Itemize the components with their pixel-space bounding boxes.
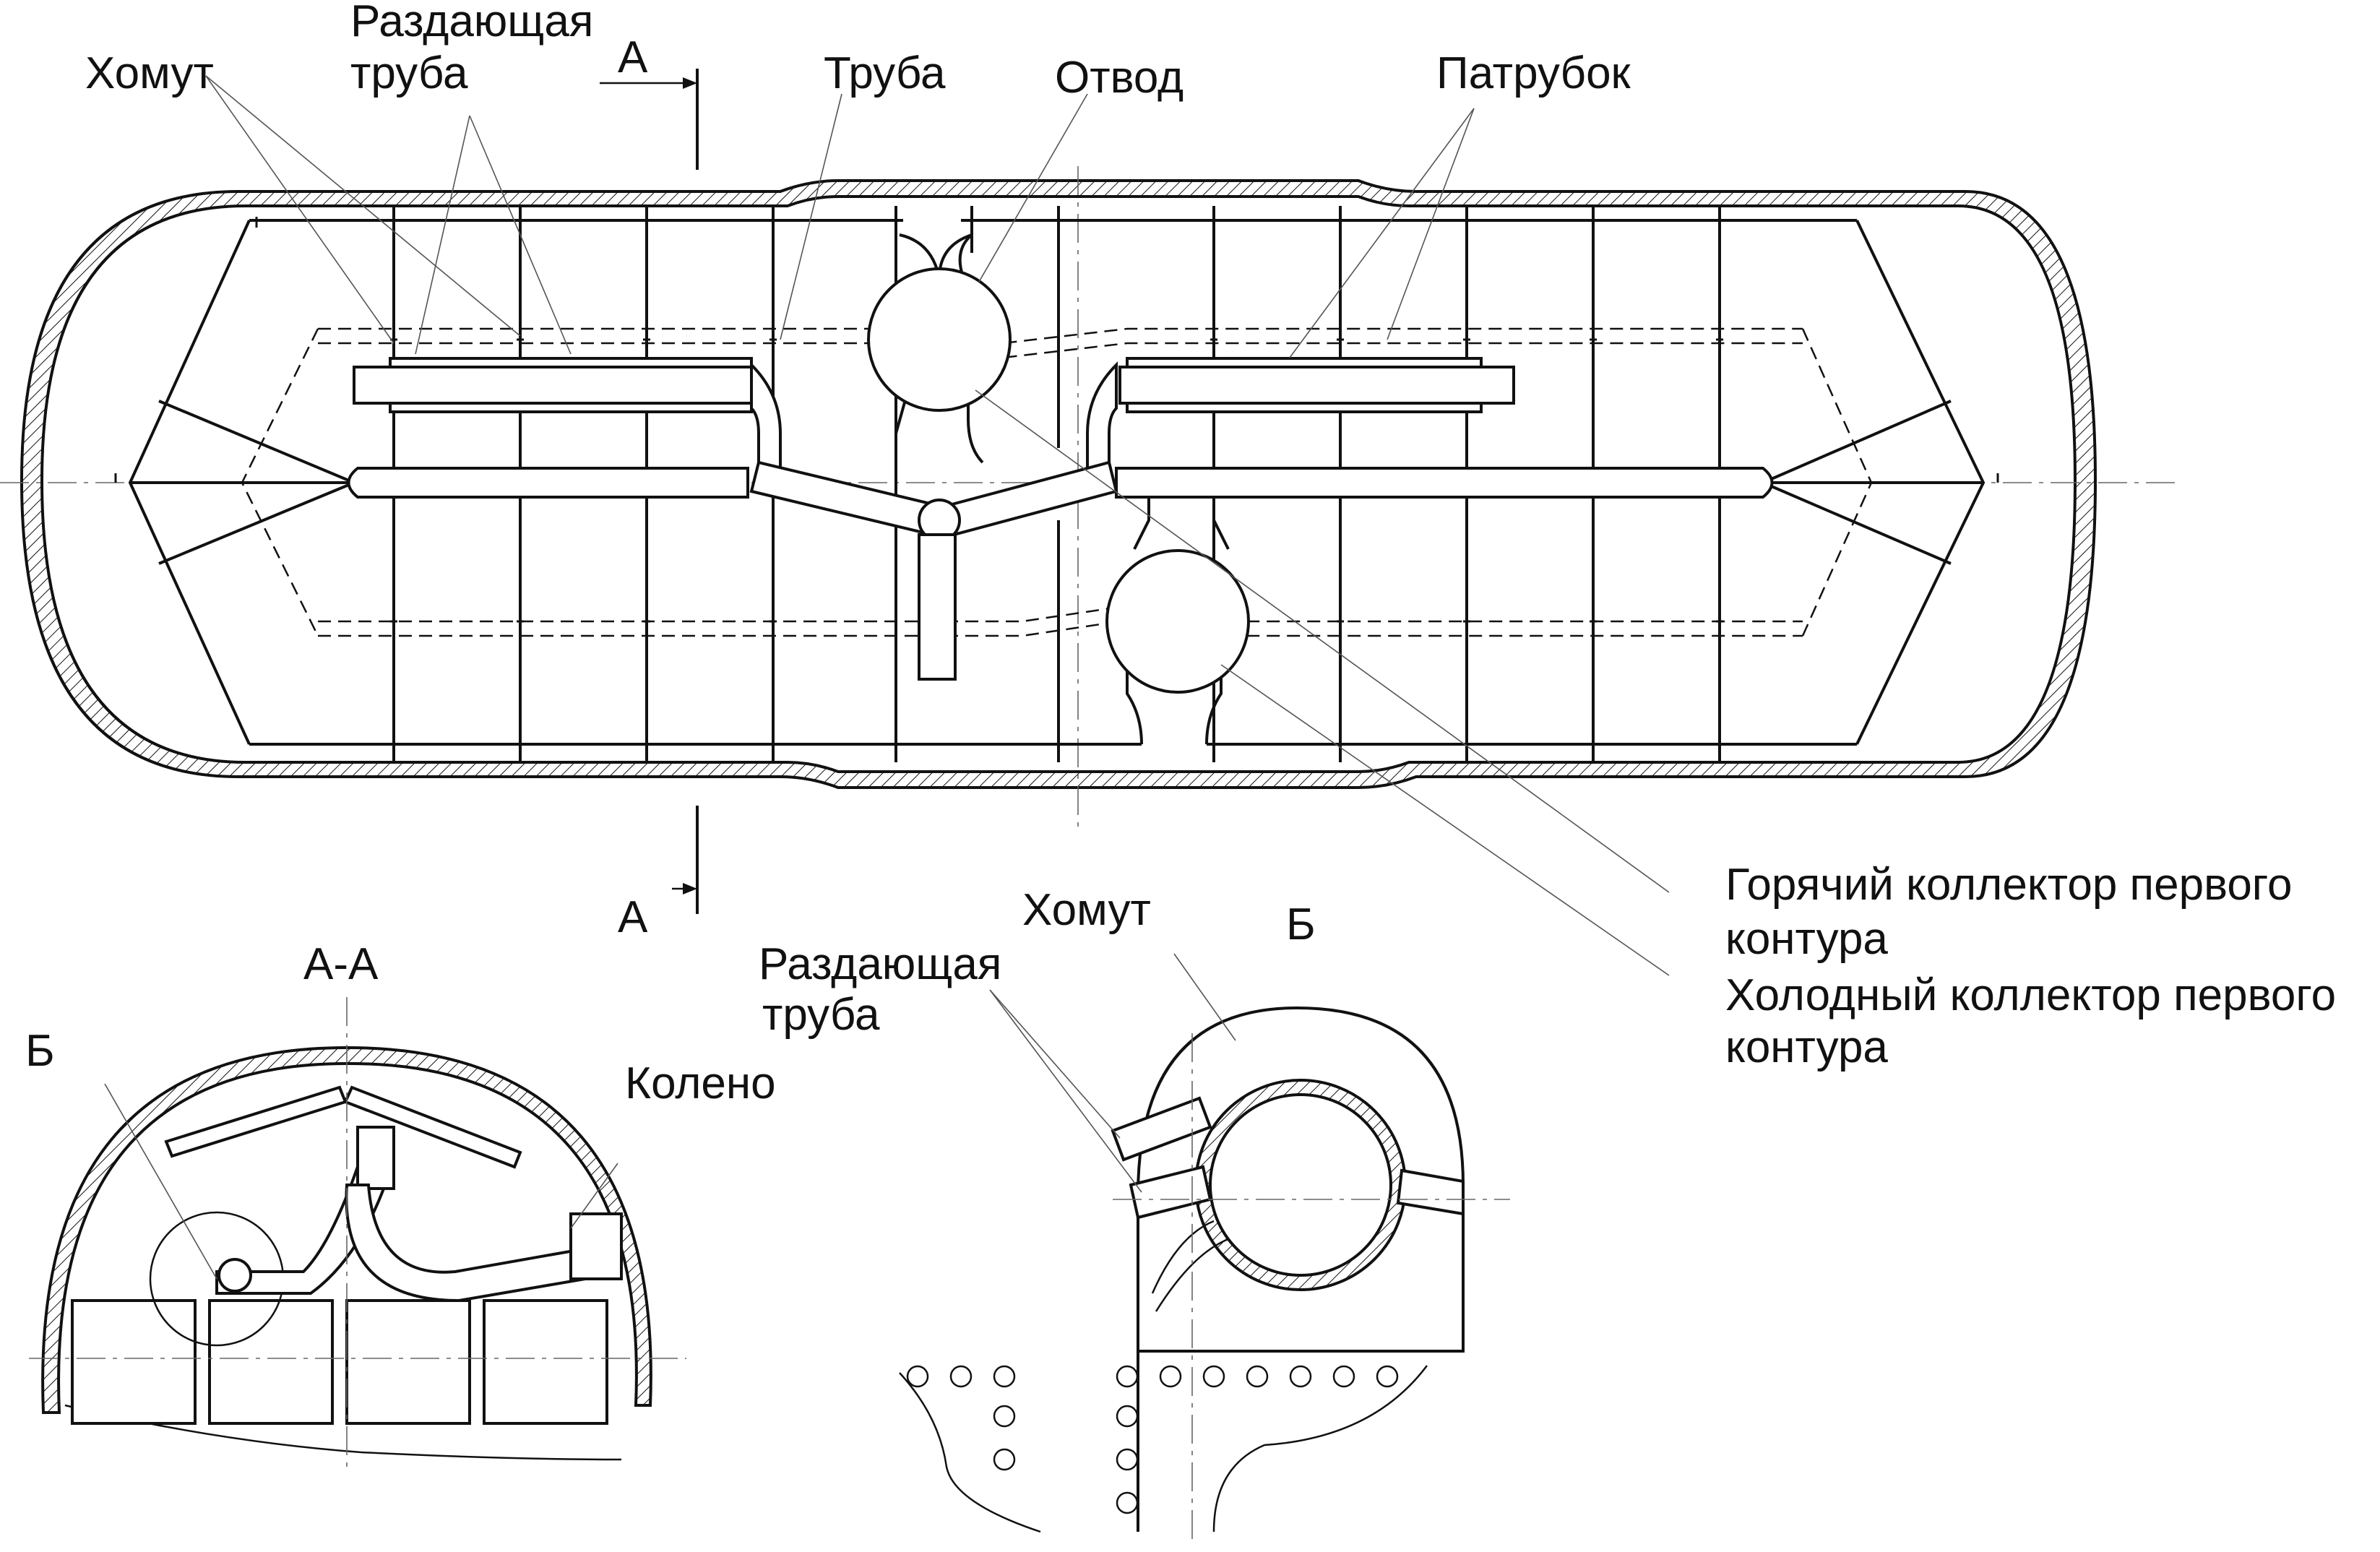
detail-b — [899, 953, 1510, 1543]
label-patrubok: Патрубок — [1436, 48, 1631, 98]
label-razd-top-2: труба — [350, 48, 468, 98]
main-tube — [347, 467, 1774, 499]
label-razd-top-1: Раздающая — [350, 0, 593, 46]
hot-collector — [867, 233, 1012, 535]
label-b-left: Б — [25, 1026, 55, 1076]
label-cold-2: контура — [1725, 1022, 1888, 1072]
detail-b-holes — [906, 1365, 1399, 1514]
label-a-bottom: А — [618, 892, 648, 942]
label-khomut-mid: Хомут — [1022, 885, 1151, 935]
label-hot-1: Горячий коллектор первого — [1725, 860, 2293, 910]
label-section-aa: А-А — [303, 939, 379, 989]
elbows-junction — [749, 361, 1118, 681]
distribution-pipe-left — [353, 357, 753, 413]
label-truba: Труба — [824, 48, 946, 98]
section-aa — [29, 997, 686, 1474]
label-cold-1: Холодный коллектор первого — [1725, 970, 2336, 1020]
label-hot-2: контура — [1725, 914, 1888, 964]
tube-bundle-frame — [128, 219, 1986, 746]
label-razd-mid-2: труба — [762, 990, 880, 1040]
label-a-top: А — [618, 33, 648, 82]
label-b-detail: Б — [1286, 900, 1316, 949]
label-otvod: Отвод — [1055, 53, 1183, 103]
leaders-top — [205, 75, 1670, 976]
label-khomut-top: Хомут — [85, 48, 214, 98]
section-marker-a — [600, 69, 699, 914]
label-razd-mid-1: Раздающая — [759, 939, 1001, 989]
cold-collector — [1105, 477, 1250, 745]
labels: Хомут Раздающая труба А Труба Отвод Патр… — [25, 0, 2336, 1108]
distribution-pipe-right — [1118, 357, 1515, 413]
label-koleno: Колено — [625, 1059, 776, 1108]
